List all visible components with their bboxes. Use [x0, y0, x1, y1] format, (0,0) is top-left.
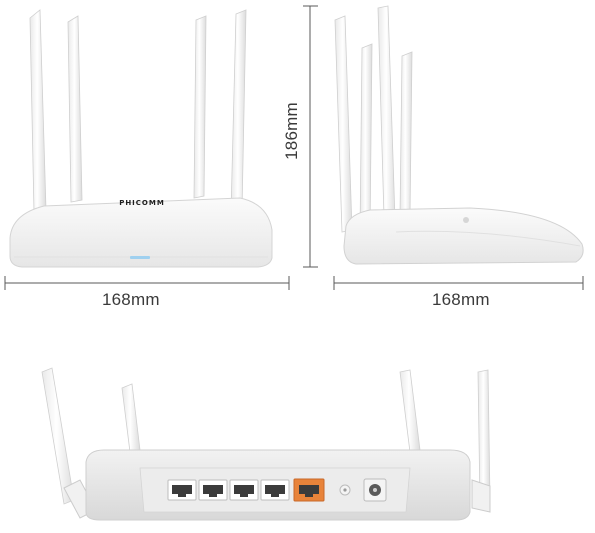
lan-port-icon: [260, 479, 290, 501]
wan-port-icon: [293, 478, 325, 502]
lan-port-icon: [167, 479, 197, 501]
side-width-dimension-line: [333, 276, 584, 290]
lan-port-icon: [229, 479, 259, 501]
router-front-view: PHICOMM: [9, 9, 273, 268]
antenna-icon: [334, 5, 413, 253]
height-dimension-line: [303, 5, 318, 268]
antenna-icon: [41, 367, 491, 505]
antenna-icon: [29, 9, 247, 213]
front-width-dimension-line: [4, 276, 290, 290]
front-width-dimension-label: 168mm: [102, 290, 160, 309]
power-jack-icon: [363, 478, 387, 502]
front-brand-logo: PHICOMM: [119, 199, 165, 207]
router-rear-view: [41, 367, 491, 521]
wps-button-icon: [463, 217, 469, 223]
lan-port-icon: [198, 479, 228, 501]
led-indicator: [130, 256, 150, 259]
side-width-dimension-label: 168mm: [432, 290, 490, 309]
height-dimension-label: 186mm: [282, 102, 301, 160]
router-side-view: [334, 5, 584, 265]
